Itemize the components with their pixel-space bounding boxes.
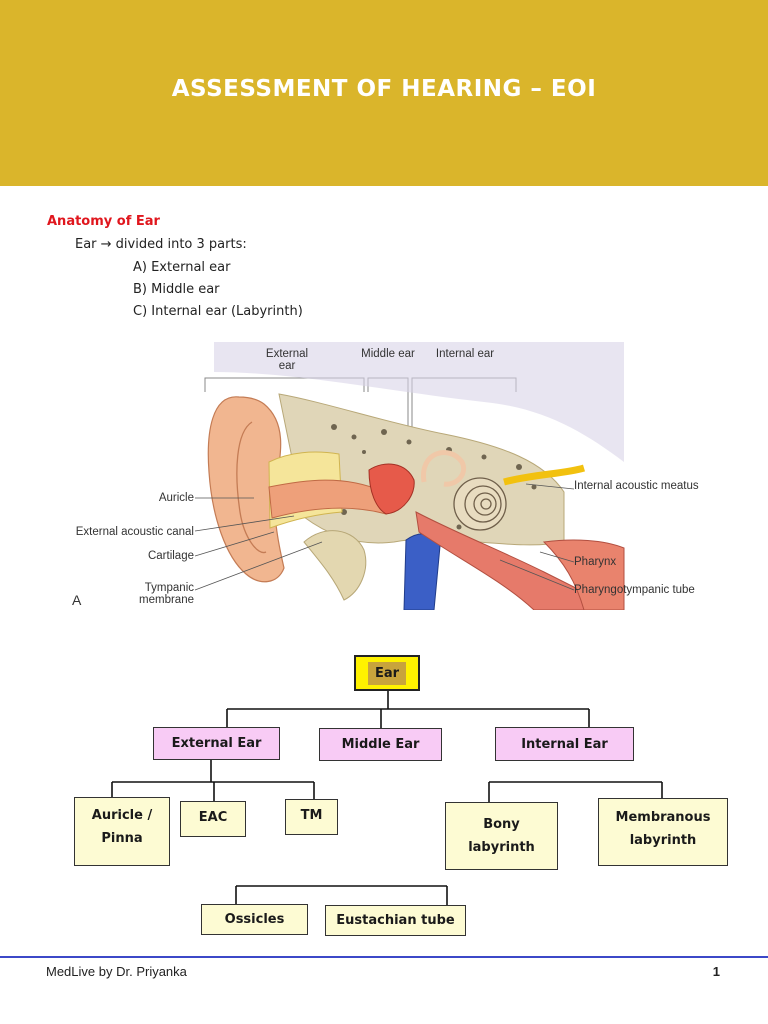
page-title: ASSESSMENT OF HEARING – EOI xyxy=(171,76,597,102)
label-tympanic-membrane: Tympanic membrane xyxy=(139,582,194,606)
flowchart-eustachian-tube: Eustachian tube xyxy=(325,905,466,936)
section-heading: Anatomy of Ear xyxy=(47,214,160,229)
flowchart-bony-labyrinth: Bony labyrinth xyxy=(445,802,558,870)
bony-line1: Bony xyxy=(483,817,520,832)
flowchart-eac: EAC xyxy=(180,801,246,837)
ear-cross-section-illustration xyxy=(194,342,625,611)
flowchart-membranous-labyrinth: Membranous labyrinth xyxy=(598,798,728,866)
membranous-line1: Membranous xyxy=(615,810,711,825)
footer-credit: MedLive by Dr. Priyanka xyxy=(46,964,187,979)
page-number: 1 xyxy=(712,964,720,979)
label-external-acoustic-canal: External acoustic canal xyxy=(75,526,194,538)
header-banner: ASSESSMENT OF HEARING – EOI xyxy=(0,0,768,186)
label-external-ear: External ear xyxy=(265,348,309,372)
auricle-line1: Auricle / xyxy=(91,808,153,823)
flowchart-middle-ear: Middle Ear xyxy=(319,728,442,761)
flowchart-external-ear: External Ear xyxy=(153,727,280,760)
list-item: C) Internal ear (Labyrinth) xyxy=(133,304,303,319)
label-internal-acoustic-meatus: Internal acoustic meatus xyxy=(574,480,699,492)
label-internal-ear: Internal ear xyxy=(435,348,495,360)
membranous-line2: labyrinth xyxy=(629,833,697,848)
auricle-line2: Pinna xyxy=(101,831,143,846)
flowchart-ossicles: Ossicles xyxy=(201,904,308,935)
panel-letter: A xyxy=(72,592,82,608)
footer-divider xyxy=(0,956,768,958)
list-item: A) External ear xyxy=(133,260,231,275)
ear-anatomy-diagram: External ear Middle ear Internal ear Aur… xyxy=(64,342,708,611)
root-label: Ear xyxy=(367,661,407,685)
flowchart-root-ear: Ear xyxy=(354,655,420,691)
label-middle-ear: Middle ear xyxy=(361,348,415,360)
flowchart-auricle-pinna: Auricle / Pinna xyxy=(74,797,170,866)
label-pharyngotympanic-tube: Pharyngotympanic tube xyxy=(574,584,695,596)
intro-text: Ear → divided into 3 parts: xyxy=(75,237,247,252)
label-pharynx: Pharynx xyxy=(574,556,617,568)
flowchart-tm: TM xyxy=(285,799,338,835)
label-auricle: Auricle xyxy=(158,492,194,504)
ear-parts-list: A) External ear B) Middle ear C) Interna… xyxy=(133,259,303,325)
list-item: B) Middle ear xyxy=(133,282,220,297)
label-cartilage: Cartilage xyxy=(147,550,194,562)
flowchart-internal-ear: Internal Ear xyxy=(495,727,634,761)
bony-line2: labyrinth xyxy=(468,840,535,855)
